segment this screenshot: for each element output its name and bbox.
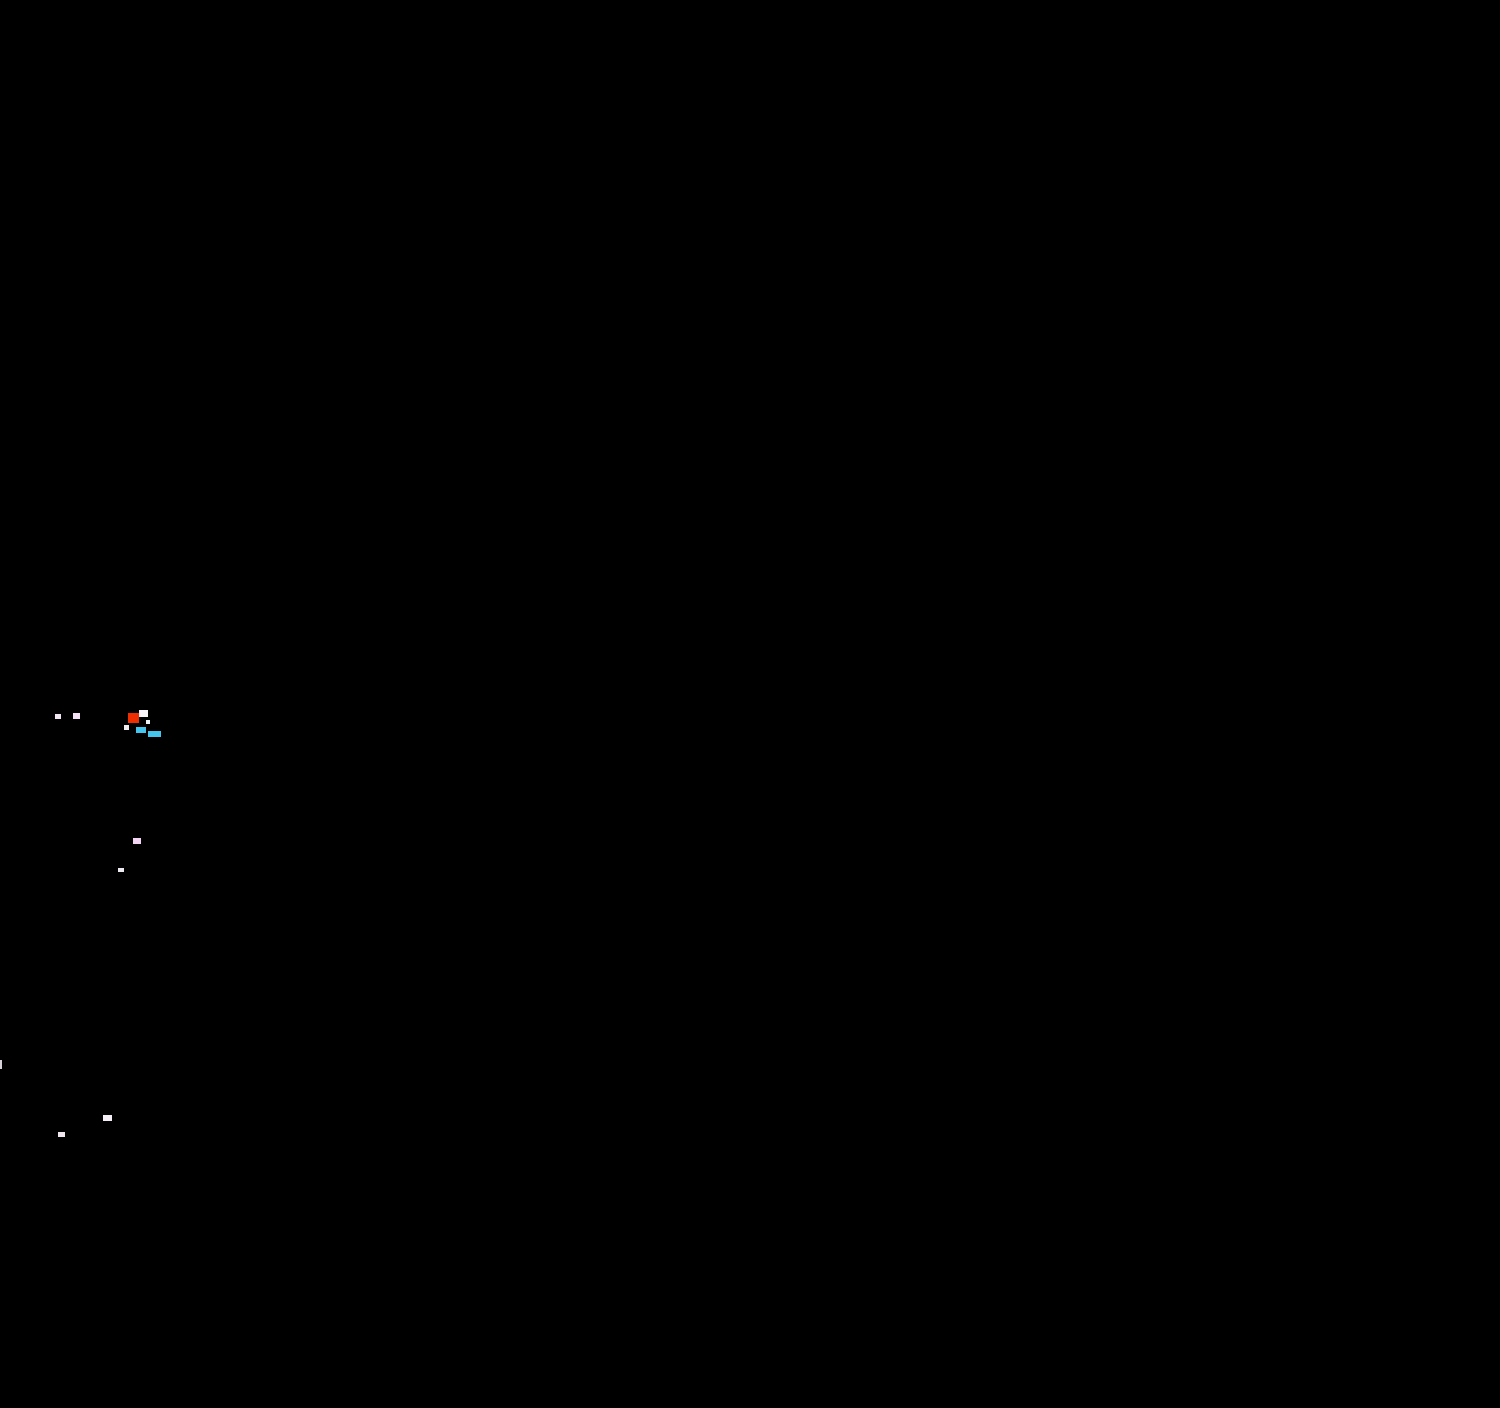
ship-hull-white (139, 710, 148, 717)
ship-wing-white (124, 725, 129, 730)
star-6 (58, 1132, 65, 1137)
ship-hull-red (128, 713, 139, 723)
ship-spark-white (146, 720, 150, 724)
ship-thruster-2 (148, 731, 161, 737)
star-edge-left (0, 1060, 2, 1069)
star-4 (118, 868, 124, 872)
star-1 (55, 714, 61, 719)
star-3 (133, 838, 141, 844)
ship-thruster-1 (136, 727, 146, 733)
star-2 (73, 713, 80, 719)
star-5 (103, 1115, 112, 1121)
